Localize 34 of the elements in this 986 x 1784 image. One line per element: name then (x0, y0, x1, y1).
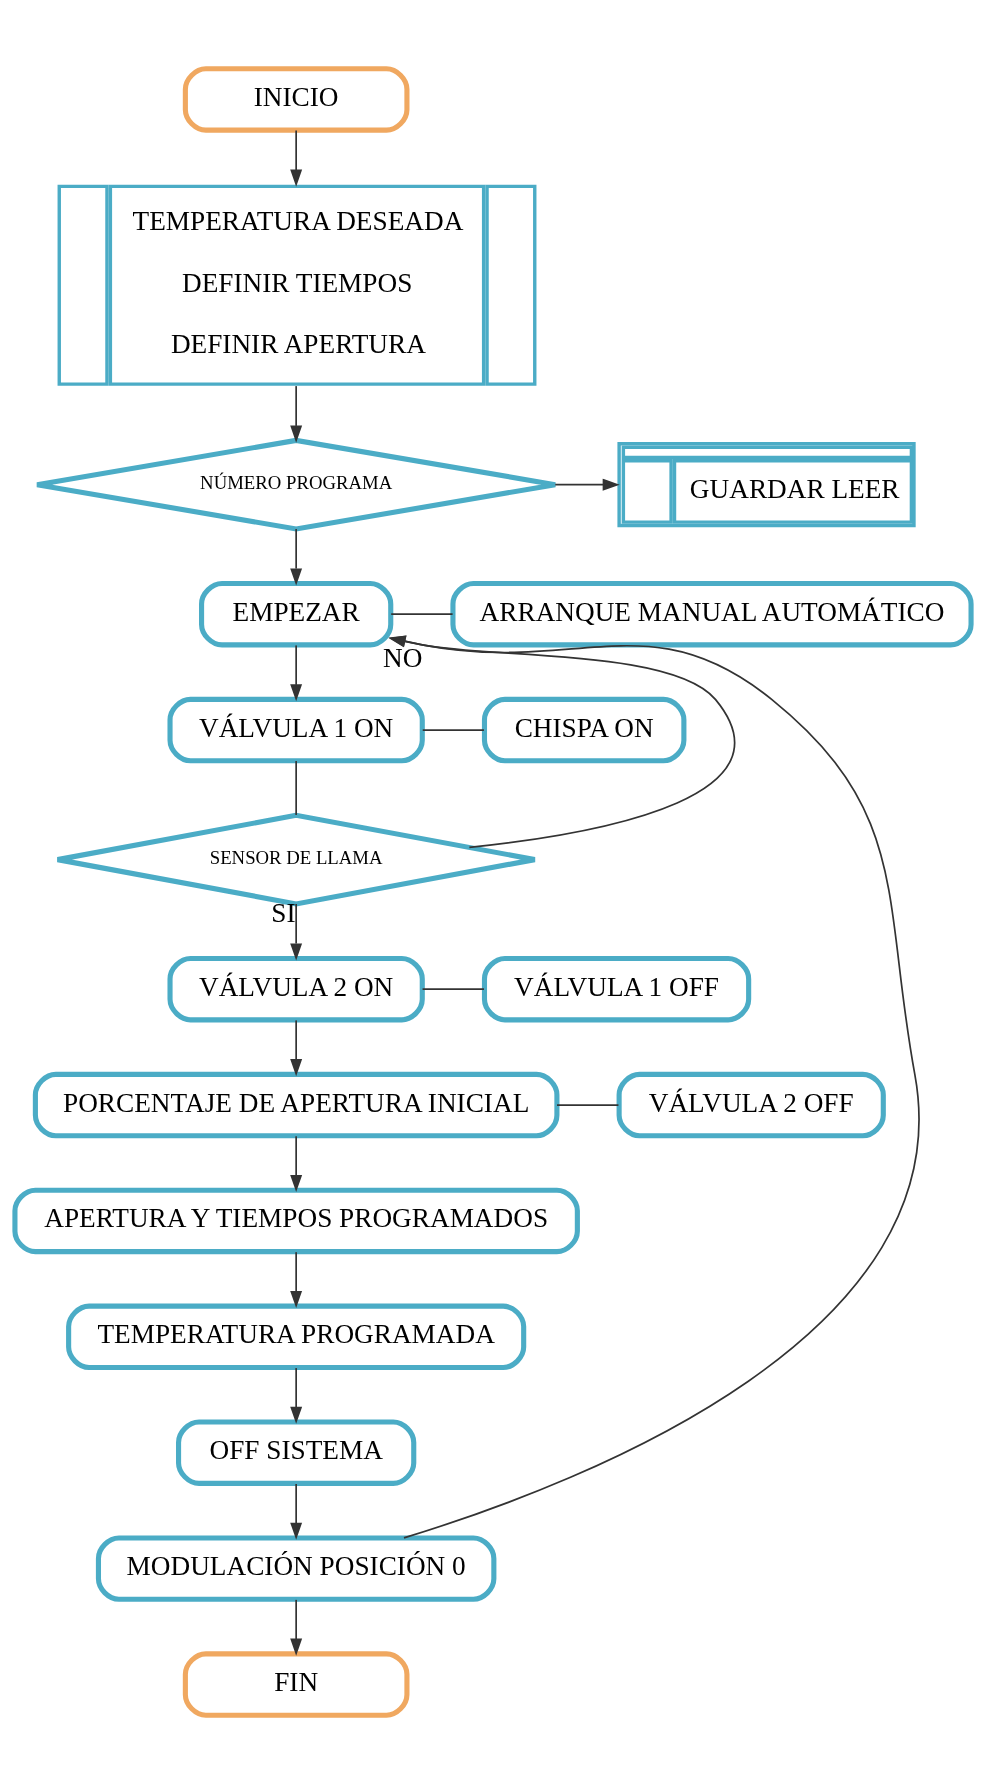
arrow (290, 1251, 303, 1308)
node-box: CHISPA ON (481, 696, 687, 764)
arrow (554, 478, 620, 491)
arrow (290, 1135, 303, 1193)
node-box: TEMPERATURA PROGRAMADA (66, 1303, 527, 1371)
node-box: OFF SISTEMA (176, 1419, 417, 1486)
node-box: INICIO (182, 66, 410, 133)
node-box: FIN (182, 1651, 410, 1718)
arrow (290, 1019, 303, 1077)
node-box: VÁLVULA 1 ON (167, 696, 425, 764)
node-box: ARRANQUE MANUAL AUTOMÁTICO (450, 580, 974, 648)
arrow (290, 903, 303, 961)
node-box: VÁLVULA 2 ON (167, 955, 425, 1023)
arrow (290, 644, 303, 702)
arrow (290, 528, 303, 586)
node-box: VÁLVULA 1 OFF (481, 955, 752, 1023)
arrow (290, 1367, 303, 1424)
arrow (290, 129, 303, 187)
node-diamond: NÚMERO PROGRAMA (34, 437, 558, 532)
node-box: PORCENTAJE DE APERTURA INICIAL (32, 1071, 560, 1139)
connector (295, 760, 297, 816)
node-box: EMPEZAR (199, 580, 394, 648)
node-box: MODULACIÓN POSICIÓN 0 (95, 1535, 497, 1602)
arrow (388, 635, 736, 849)
connector (556, 1104, 620, 1106)
connector (421, 729, 485, 731)
arrow (388, 635, 920, 1539)
arrow (290, 1599, 303, 1656)
node-box: VÁLVULA 2 OFF (616, 1071, 886, 1139)
connector (421, 988, 485, 990)
connector (390, 613, 454, 616)
arrow (290, 385, 303, 443)
arrow (290, 1483, 303, 1540)
node-box: APERTURA Y TIEMPOS PROGRAMADOS (12, 1187, 580, 1255)
